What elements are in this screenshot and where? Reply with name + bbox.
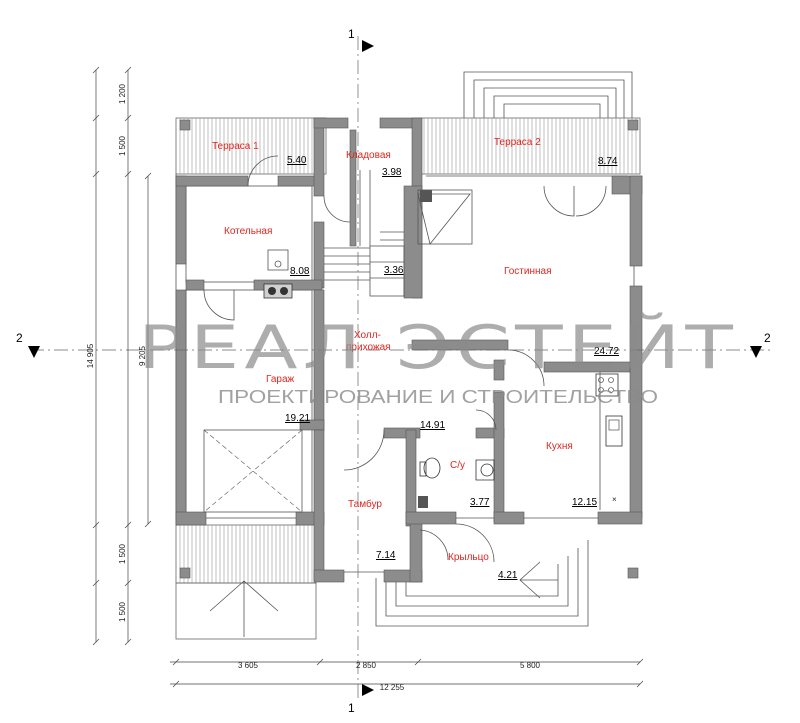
dim-bottom-seg1: 3 605 [238, 661, 259, 670]
porch-steps [375, 540, 589, 627]
garage-apron-deck [175, 524, 317, 640]
room-area-wc: 3.77 [470, 497, 490, 508]
room-area-living: 24.72 [594, 346, 619, 357]
room-area-vestibule: 7.14 [376, 550, 396, 561]
room-name-pantry: Кладовая [346, 150, 391, 161]
walls [175, 117, 643, 583]
room-area-garage: 19.21 [285, 413, 310, 424]
terrace-2-steps [463, 71, 633, 118]
dimension-tick [92, 66, 100, 74]
dimension-tick [124, 638, 132, 646]
dim-bottom-seg2: 2 850 [356, 661, 377, 670]
svg-text:×: × [612, 495, 617, 504]
axis-label-left: 2 [16, 331, 23, 345]
axis-label-right: 2 [764, 331, 771, 345]
room-name-boiler: Котельная [224, 226, 272, 237]
staircase [324, 170, 405, 297]
dim-left-seg-top1: 1 200 [118, 83, 127, 104]
room-name-porch: Крыльцо [448, 552, 489, 563]
dimension-tick [124, 170, 132, 178]
dimension-tick [92, 170, 100, 178]
room-name-vestibule: Тамбур [348, 498, 382, 510]
dim-bottom-total: 12 255 [380, 683, 405, 692]
dim-left-seg-top2: 1 500 [118, 135, 127, 156]
dimension-tick [92, 114, 100, 122]
dimension-tick [172, 680, 180, 688]
dimension-tick [92, 521, 100, 529]
dimension-tick [124, 66, 132, 74]
dimension-lines [92, 66, 644, 688]
room-name-terrace-2: Терраса 2 [494, 137, 541, 148]
dimension-tick [414, 658, 422, 666]
room-area-boiler: 8.08 [290, 266, 310, 277]
dim-left-seg-bot1: 1 500 [118, 543, 127, 564]
dim-left-seg-bot2: 1 500 [118, 601, 127, 622]
room-area-porch: 4.21 [498, 570, 518, 581]
dimension-tick [144, 172, 152, 180]
fixtures: × [203, 189, 623, 513]
dimension-tick [316, 658, 324, 666]
room-area-stairs: 3.36 [384, 265, 404, 276]
room-name-kitchen: Кухня [546, 441, 573, 452]
room-area-pantry: 3.98 [382, 167, 402, 178]
door-swings [203, 155, 607, 563]
dimension-tick [172, 658, 180, 666]
watermark-tagline: ПРОЕКТИРОВАНИЕ И СТРОИТЕЛЬСТВО [218, 387, 658, 407]
dim-bottom-seg3: 5 800 [520, 661, 541, 670]
axis-label-top: 1 [348, 27, 355, 41]
dimension-tick [144, 520, 152, 528]
dimension-tick [636, 658, 644, 666]
dimension-tick [92, 638, 100, 646]
terrace-2-deck [419, 117, 641, 175]
dim-left-total: 14 905 [86, 343, 95, 368]
room-name-hall-line2: прихожая [346, 342, 391, 353]
dimension-tick [124, 114, 132, 122]
room-area-terrace-2: 8.74 [598, 156, 618, 167]
room-name-wc: С/у [450, 460, 465, 471]
dimension-tick [636, 680, 644, 688]
axis-label-bottom: 1 [348, 701, 355, 715]
dimension-tick [124, 521, 132, 529]
axis-lines [28, 36, 770, 700]
room-name-garage: Гараж [266, 374, 295, 385]
dimension-tick [124, 579, 132, 587]
room-area-terrace-1: 5.40 [287, 155, 307, 166]
terrace-1-deck [175, 117, 327, 175]
room-name-terrace-1: Терраса 1 [212, 141, 259, 152]
dim-left-inner: 9 205 [138, 345, 147, 366]
room-name-hall-line1: Холл- [354, 330, 381, 341]
room-area-hall: 14.91 [420, 420, 445, 431]
dimension-tick [92, 579, 100, 587]
room-area-kitchen: 12.15 [572, 497, 597, 508]
room-name-living: Гостинная [504, 266, 552, 277]
watermark-brand: РЕАЛ ЭСТЕЙТ [138, 311, 738, 383]
